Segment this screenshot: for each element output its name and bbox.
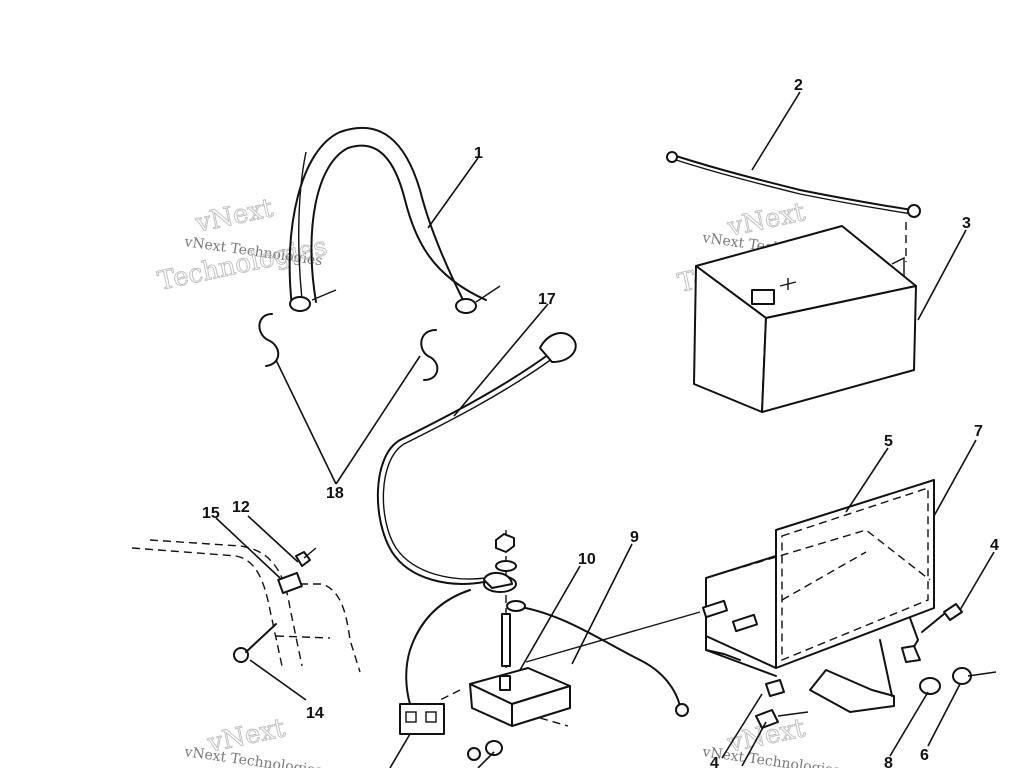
callout-8: 8 — [884, 755, 893, 768]
part-s-hook-right — [420, 329, 439, 381]
callout-3: 3 — [962, 215, 971, 232]
callout-10: 10 — [578, 551, 596, 568]
callout-9: 9 — [630, 529, 639, 546]
callout-6: 6 — [920, 747, 929, 764]
part-solenoid-block — [439, 667, 571, 727]
part-strap — [288, 126, 501, 314]
part-frame-section — [131, 539, 361, 673]
callout-14: 14 — [306, 705, 324, 722]
part-battery-tray — [701, 479, 935, 713]
part-cable-with-boot — [376, 332, 577, 585]
callout-2: 2 — [794, 77, 803, 94]
leader-lines — [215, 91, 995, 768]
callouts: 1 2 3 17 18 5 7 4 9 10 12 15 14 4 8 6 — [202, 77, 999, 768]
callout-4-right: 4 — [990, 537, 999, 554]
callout-15: 15 — [202, 505, 220, 522]
part-connector-wire — [399, 589, 471, 735]
callout-17: 17 — [538, 291, 556, 308]
alignment-line — [525, 611, 701, 663]
part-battery — [693, 222, 917, 413]
part-terminal-stack — [483, 530, 526, 720]
watermark-top-left: vNext vNext Technologies Technologies — [155, 193, 330, 298]
part-battery-cable — [666, 151, 921, 218]
callout-7: 7 — [974, 423, 983, 440]
watermark-bottom-left: vNext vNext Technologies — [182, 713, 323, 768]
callout-1: 1 — [474, 145, 483, 162]
part-cable-lower — [513, 605, 689, 717]
callout-18: 18 — [326, 485, 344, 502]
callout-5: 5 — [884, 433, 893, 450]
svg-text:vNext: vNext — [192, 193, 276, 239]
callout-4-bottom: 4 — [710, 755, 719, 768]
part-s-hook-left — [258, 313, 280, 367]
part-bolts-right — [755, 603, 997, 729]
part-small-hardware-bottom — [467, 740, 503, 761]
callout-12: 12 — [232, 499, 250, 516]
